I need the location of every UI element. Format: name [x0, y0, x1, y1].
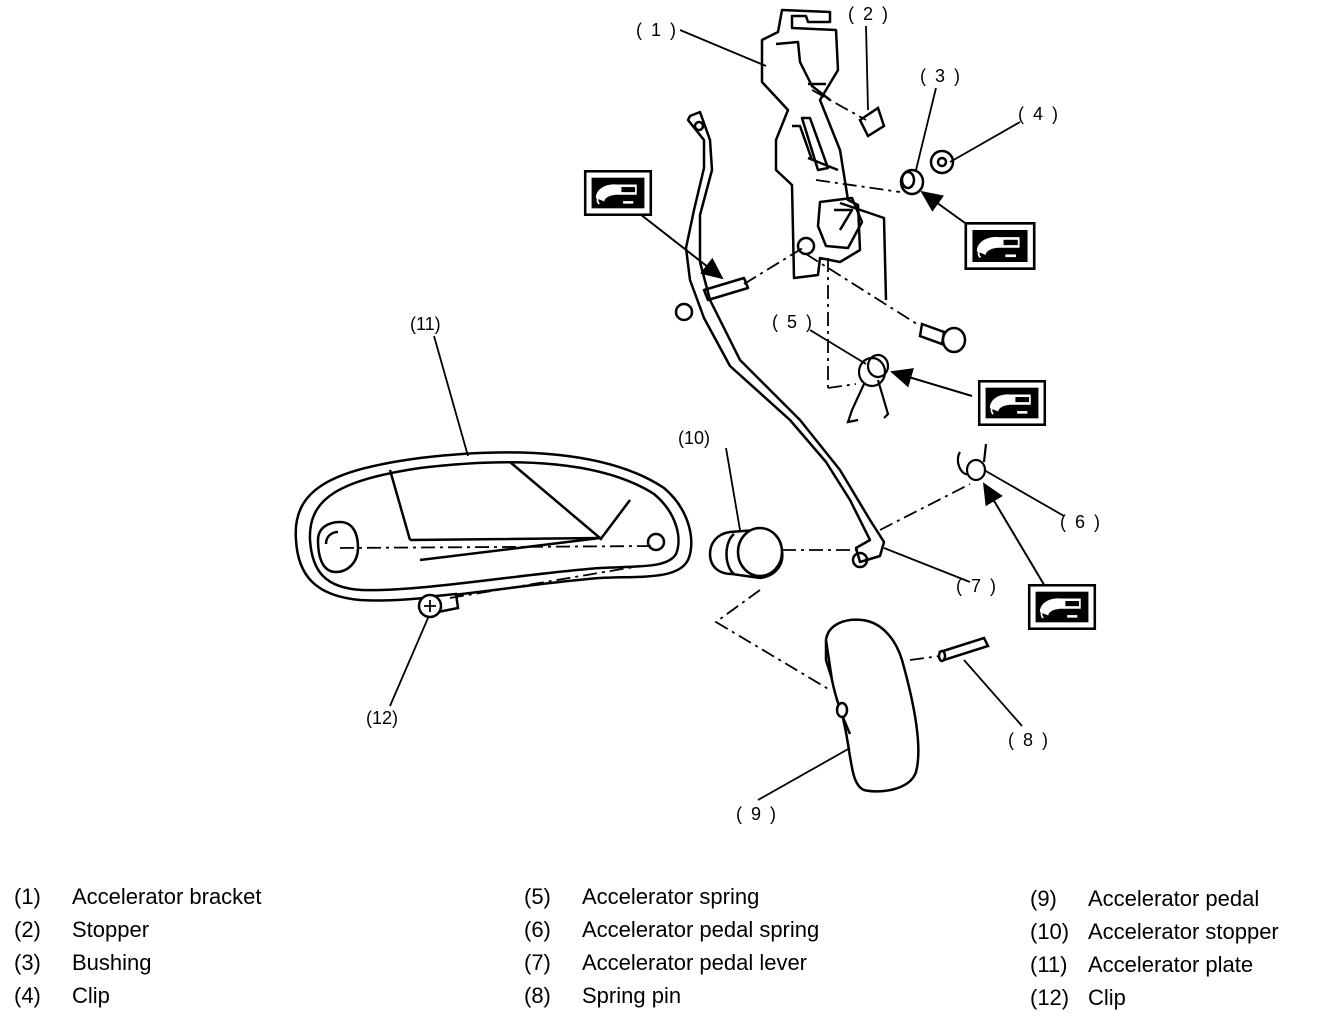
accelerator-plate [294, 451, 693, 602]
grease-arrows [639, 190, 1047, 589]
legend-number: (8) [524, 983, 551, 1008]
legend-number: (2) [14, 917, 41, 942]
legend-label: Clip [72, 983, 110, 1008]
exploded-parts-diagram: ( 1 ) ( 2 ) ( 3 ) ( 4 ) ( 5 ) ( 6 ) ( 7 … [294, 4, 1102, 824]
legend-label: Accelerator plate [1088, 952, 1254, 977]
callout-3: ( 3 ) [920, 66, 962, 86]
legend-number: (5) [524, 884, 551, 909]
accelerator-bracket [760, 8, 888, 301]
legend-label: Accelerator pedal spring [582, 917, 820, 942]
callout-7: ( 7 ) [956, 576, 998, 596]
leader-lines [389, 25, 1065, 801]
callout-6: ( 6 ) [1060, 512, 1102, 532]
accelerator-pedal-spring [956, 443, 988, 482]
bushing [899, 168, 925, 196]
grease-symbol-icon [977, 380, 1047, 426]
callout-1: ( 1 ) [636, 20, 678, 40]
legend-number: (3) [14, 950, 41, 975]
grease-symbol-icon [1027, 584, 1097, 630]
assembly-lines [339, 89, 971, 691]
spring-pin [937, 636, 990, 663]
clip-lower [417, 592, 460, 619]
accelerator-pedal-lever [674, 110, 886, 569]
legend-number: (12) [1030, 985, 1070, 1010]
accelerator-spring [846, 353, 890, 424]
legend-label: Clip [1088, 985, 1126, 1010]
legend-label: Spring pin [582, 983, 682, 1008]
callout-11: (11) [410, 314, 441, 334]
legend-number: (6) [524, 917, 551, 942]
callout-10: (10) [678, 428, 710, 448]
legend-label: Bushing [72, 950, 152, 975]
callout-8: ( 8 ) [1008, 730, 1050, 750]
legend-number: (10) [1030, 919, 1070, 944]
grease-symbol-icon [583, 170, 653, 216]
parts-legend: (1) Accelerator bracket (2) Stopper (3) … [0, 880, 1328, 1020]
callout-4: ( 4 ) [1018, 104, 1060, 124]
legend-label: Accelerator pedal [1088, 886, 1260, 911]
callout-12: (12) [366, 708, 398, 728]
legend-number: (9) [1030, 886, 1057, 911]
legend-number: (11) [1030, 952, 1068, 977]
callout-2: ( 2 ) [848, 4, 890, 24]
stopper [858, 106, 886, 138]
callout-9: ( 9 ) [736, 804, 778, 824]
pivot-bolt [918, 322, 967, 354]
accelerator-pedal [824, 618, 920, 793]
legend-label: Stopper [72, 917, 150, 942]
legend-label: Accelerator stopper [1088, 919, 1279, 944]
legend-number: (4) [14, 983, 41, 1008]
accelerator-stopper [708, 526, 784, 580]
callout-5: ( 5 ) [772, 312, 814, 332]
legend-label: Accelerator bracket [72, 884, 262, 909]
legend-number: (7) [524, 950, 551, 975]
grease-symbol-icon [964, 222, 1036, 270]
legend-label: Accelerator pedal lever [582, 950, 808, 975]
clip-upper [929, 149, 955, 175]
legend-label: Accelerator spring [582, 884, 760, 909]
legend-number: (1) [14, 884, 41, 909]
